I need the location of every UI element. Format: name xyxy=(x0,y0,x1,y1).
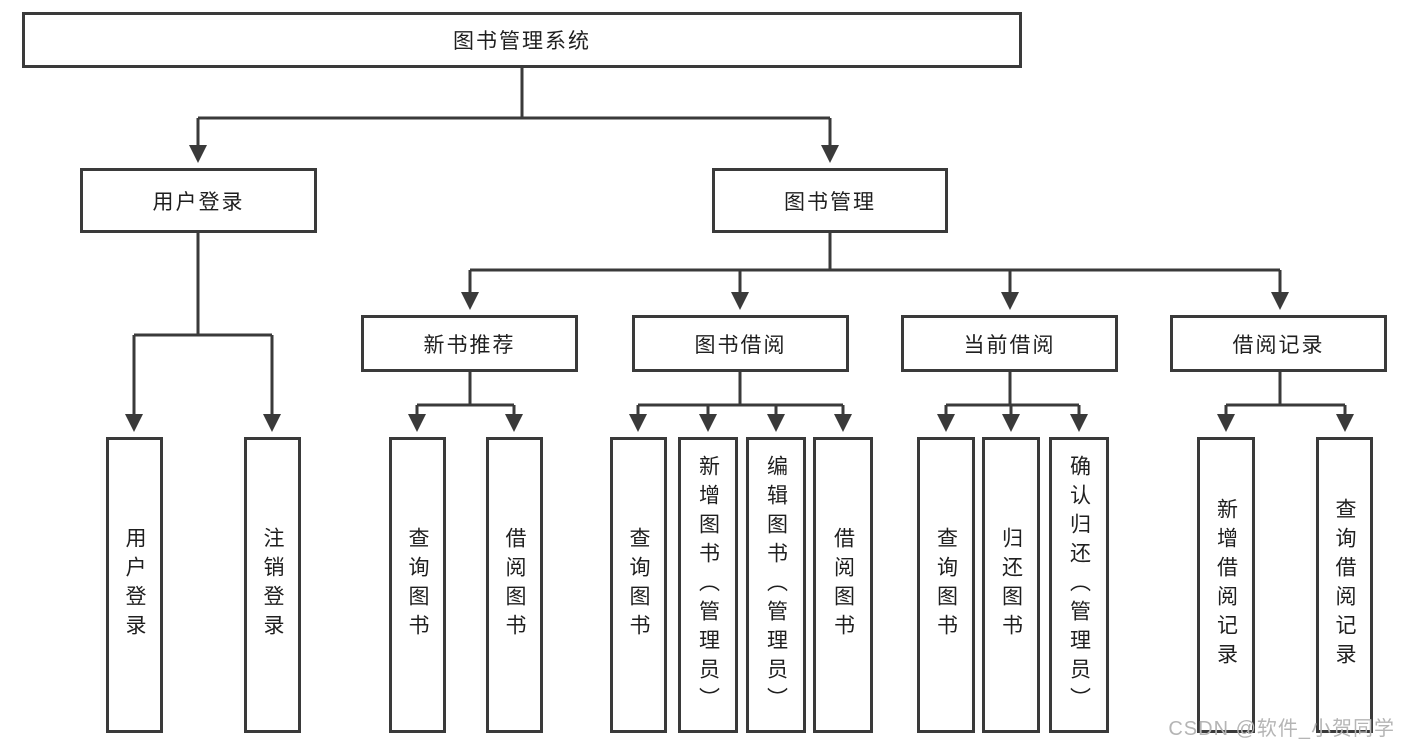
node-current-borrow-label: 当前借阅 xyxy=(963,333,1056,357)
csdn-watermark: CSDN @软件_小贺同学 xyxy=(1168,718,1395,740)
leaf-query-books-borrow-label: 查询图书 xyxy=(627,527,650,643)
leaf-borrow-books-recommend: 借阅图书 xyxy=(486,437,543,733)
leaf-query-books-recommend-label: 查询图书 xyxy=(406,527,429,643)
node-borrow-records: 借阅记录 xyxy=(1170,315,1387,372)
leaf-edit-books-admin: 编辑图书（管理员） xyxy=(746,437,806,733)
node-new-book-recommend-label: 新书推荐 xyxy=(423,333,516,357)
node-new-book-recommend: 新书推荐 xyxy=(361,315,578,372)
node-root: 图书管理系统 xyxy=(22,12,1022,68)
leaf-user-login: 用户登录 xyxy=(106,437,163,733)
leaf-query-borrow-record: 查询借阅记录 xyxy=(1316,437,1373,733)
leaf-add-books-admin-label: 新增图书（管理员） xyxy=(696,454,720,716)
leaf-query-borrow-record-label: 查询借阅记录 xyxy=(1333,498,1356,672)
leaf-query-books-borrow: 查询图书 xyxy=(610,437,667,733)
node-root-label: 图书管理系统 xyxy=(453,30,591,53)
node-book-borrow: 图书借阅 xyxy=(632,315,849,372)
leaf-borrow-books-recommend-label: 借阅图书 xyxy=(503,527,526,643)
leaf-user-login-label: 用户登录 xyxy=(123,527,146,643)
leaf-confirm-return-admin-label: 确认归还（管理员） xyxy=(1067,454,1091,716)
node-book-borrow-label: 图书借阅 xyxy=(694,333,787,357)
node-borrow-records-label: 借阅记录 xyxy=(1232,333,1325,357)
leaf-add-borrow-record-label: 新增借阅记录 xyxy=(1214,498,1238,672)
leaf-add-books-admin: 新增图书（管理员） xyxy=(678,437,738,733)
node-book-management-label: 图书管理 xyxy=(784,190,876,214)
leaf-query-books-recommend: 查询图书 xyxy=(389,437,446,733)
node-book-management: 图书管理 xyxy=(712,168,948,233)
leaf-borrow-books-label: 借阅图书 xyxy=(831,527,855,643)
node-user-login: 用户登录 xyxy=(80,168,317,233)
leaf-return-books-label: 归还图书 xyxy=(999,527,1023,643)
node-current-borrow: 当前借阅 xyxy=(901,315,1118,372)
leaf-logout: 注销登录 xyxy=(244,437,301,733)
leaf-borrow-books: 借阅图书 xyxy=(813,437,873,733)
leaf-add-borrow-record: 新增借阅记录 xyxy=(1197,437,1255,733)
leaf-return-books: 归还图书 xyxy=(982,437,1040,733)
leaf-confirm-return-admin: 确认归还（管理员） xyxy=(1049,437,1109,733)
node-user-login-label: 用户登录 xyxy=(152,190,245,214)
leaf-edit-books-admin-label: 编辑图书（管理员） xyxy=(764,454,788,716)
leaf-query-books-current-label: 查询图书 xyxy=(934,527,958,643)
leaf-query-books-current: 查询图书 xyxy=(917,437,975,733)
leaf-logout-label: 注销登录 xyxy=(261,527,284,643)
